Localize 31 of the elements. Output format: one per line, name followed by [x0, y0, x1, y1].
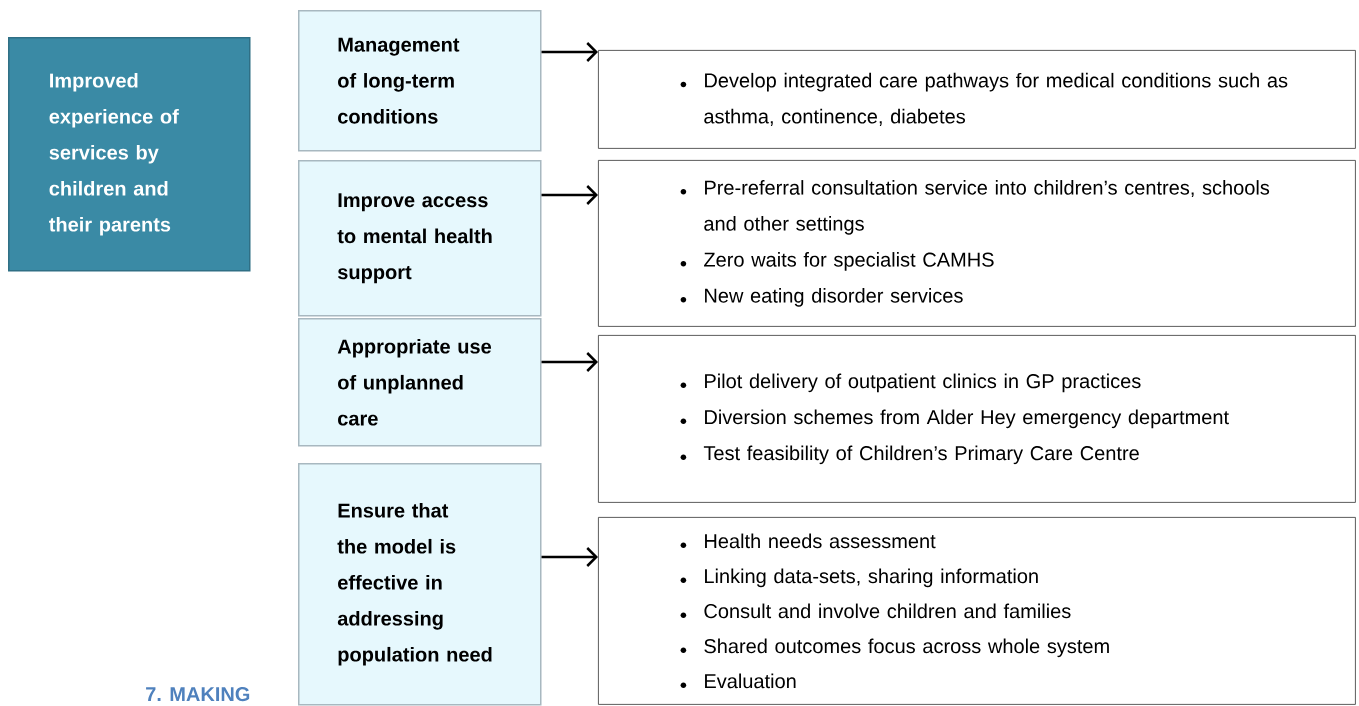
area-text: Ensure that the model is effective in addressing population need	[337, 502, 492, 666]
bullet-text: Evaluation	[705, 673, 796, 689]
bullet-text: Zero waits for specialist CAMHS	[704, 252, 994, 271]
bullet-text: Pilot delivery of outpatient clinics in GP practices	[705, 373, 1141, 393]
bullet-text: Test feasibility of Children’s Primary Care Centre	[703, 445, 1139, 465]
action-list-box	[598, 50, 1356, 149]
section-heading: 7. MAKING	[146, 687, 250, 702]
area-text: Appropriate use of unplanned care	[337, 338, 492, 426]
bullet-text: Linking data-sets, sharing information	[705, 568, 1038, 588]
focus-area-box	[298, 10, 542, 152]
bullet-text: Develop integrated care pathways for medical conditions such as asthma, continence, diabetes	[704, 72, 1288, 126]
bullet-text: New eating disorder services	[705, 288, 963, 307]
area-text: Improve access to mental health support	[337, 193, 492, 284]
bullet-text: Shared outcomes focus across whole system	[704, 638, 1109, 658]
focus-area-box	[298, 318, 542, 447]
action-list-box	[598, 335, 1356, 503]
bullet-text: Health needs assessment	[705, 533, 936, 549]
bullet-text: Diversion schemes from Alder Hey emergency department	[705, 409, 1229, 429]
bullet-text: Pre-referral consultation service into children’s centres, schools and other settings	[704, 180, 1270, 235]
action-list-box	[598, 160, 1356, 327]
arrow	[541, 547, 598, 567]
focus-area-box	[298, 463, 542, 706]
goal-text: Improved experience of services by children and their parents	[49, 72, 179, 236]
action-list-box	[598, 517, 1356, 705]
arrow	[541, 185, 598, 205]
goal-box	[8, 37, 251, 272]
arrow	[541, 352, 598, 372]
bullet-text: Consult and involve children and families	[704, 603, 1071, 619]
area-text: Management of long-term conditions	[338, 37, 460, 124]
arrow	[541, 42, 598, 62]
focus-area-box	[298, 160, 542, 317]
